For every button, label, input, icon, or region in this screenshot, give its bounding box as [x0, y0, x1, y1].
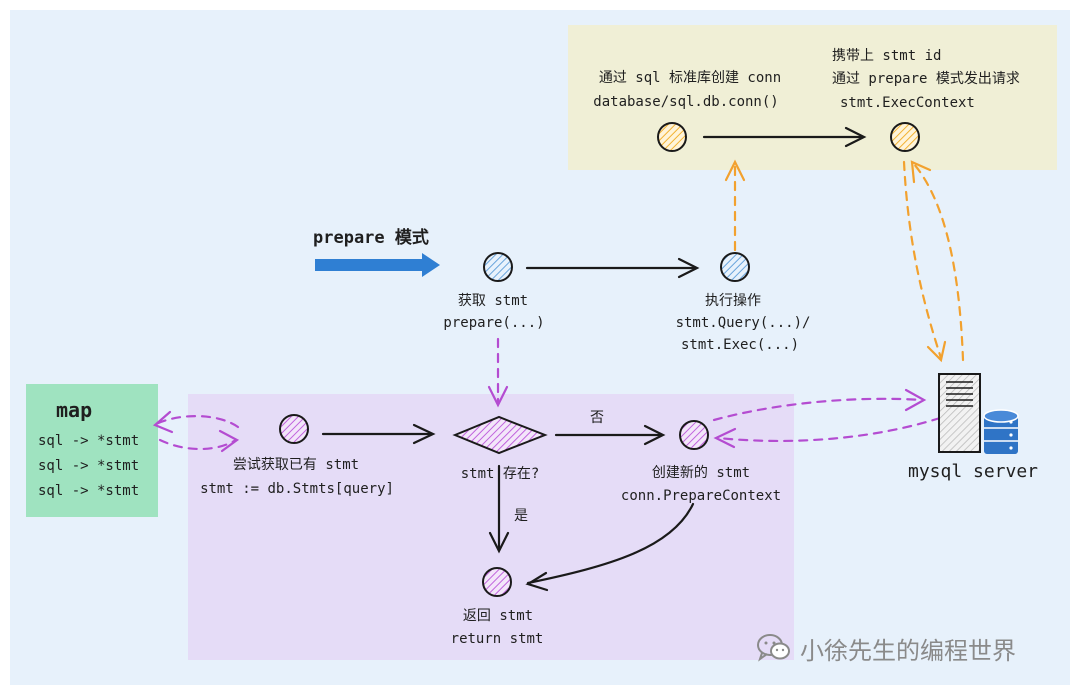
wechat-icon: [757, 634, 790, 662]
arrow-server-to-exec: [912, 162, 965, 362]
map-entry: sql -> *stmt: [38, 483, 140, 499]
map-box: [26, 384, 158, 517]
try-get-node: [279, 414, 309, 444]
get-stmt-code: prepare(...): [443, 315, 545, 331]
exec-node: [720, 252, 750, 282]
orange-dashed-arrows: [724, 159, 965, 363]
arrow-server-to-create: [716, 416, 942, 443]
map-entry: sql -> *stmt: [38, 433, 140, 449]
try-get-code: stmt := db.Stmts[query]: [200, 481, 394, 497]
purple-dashed-arrows: [152, 337, 942, 453]
exec-query-code: stmt.Query(...)/: [675, 315, 811, 331]
exists-label: stmt 存在?: [460, 466, 540, 482]
create-new-node: [679, 420, 709, 450]
arrow-create-to-server: [712, 397, 924, 422]
watermark: 小徐先生的编程世界: [756, 630, 1016, 666]
try-get-label: 尝试获取已有 stmt: [232, 457, 360, 473]
return-label: 返回 stmt: [462, 608, 534, 624]
conn-context-box: [568, 25, 1057, 170]
get-stmt-label: 获取 stmt: [457, 293, 529, 309]
server-icon: [938, 373, 981, 453]
exists-decision-node: [452, 415, 548, 455]
prepare-request-label: 通过 prepare 模式发出请求: [832, 71, 1020, 87]
arrow-map-to-tryget: [158, 438, 238, 451]
exec-label: 执行操作: [705, 293, 761, 309]
create-new-label: 创建新的 stmt: [651, 465, 751, 481]
server-label: mysql server: [907, 461, 1039, 482]
yes-branch-label: 是: [514, 508, 528, 524]
create-new-code: conn.PrepareContext: [620, 488, 782, 504]
carry-stmt-label: 携带上 stmt id: [832, 48, 942, 64]
create-conn-label: 通过 sql 标准库创建 conn: [598, 70, 782, 86]
exec-context-code: stmt.ExecContext: [840, 95, 975, 111]
no-branch-label: 否: [590, 410, 604, 426]
arrow-exec-to-server: [902, 160, 943, 360]
arrow-tryget-to-map: [154, 415, 240, 429]
prepare-mode-arrow: [315, 253, 440, 277]
map-title: map: [56, 398, 93, 422]
database-icon: [983, 409, 1019, 454]
create-conn-code: database/sql.db.conn(): [593, 94, 779, 110]
map-entry: sql -> *stmt: [38, 458, 140, 474]
exec-exec-code: stmt.Exec(...): [680, 337, 800, 353]
prepare-mode-title: prepare 模式: [313, 228, 429, 248]
return-node: [482, 567, 512, 597]
watermark-text: 小徐先生的编程世界: [800, 636, 1016, 665]
return-code: return stmt: [450, 631, 544, 647]
exec-context-node: [890, 122, 920, 152]
get-stmt-node: [483, 252, 513, 282]
arrow-create-to-return: [526, 502, 695, 585]
create-conn-node: [657, 122, 687, 152]
solid-arrows: [321, 126, 867, 592]
